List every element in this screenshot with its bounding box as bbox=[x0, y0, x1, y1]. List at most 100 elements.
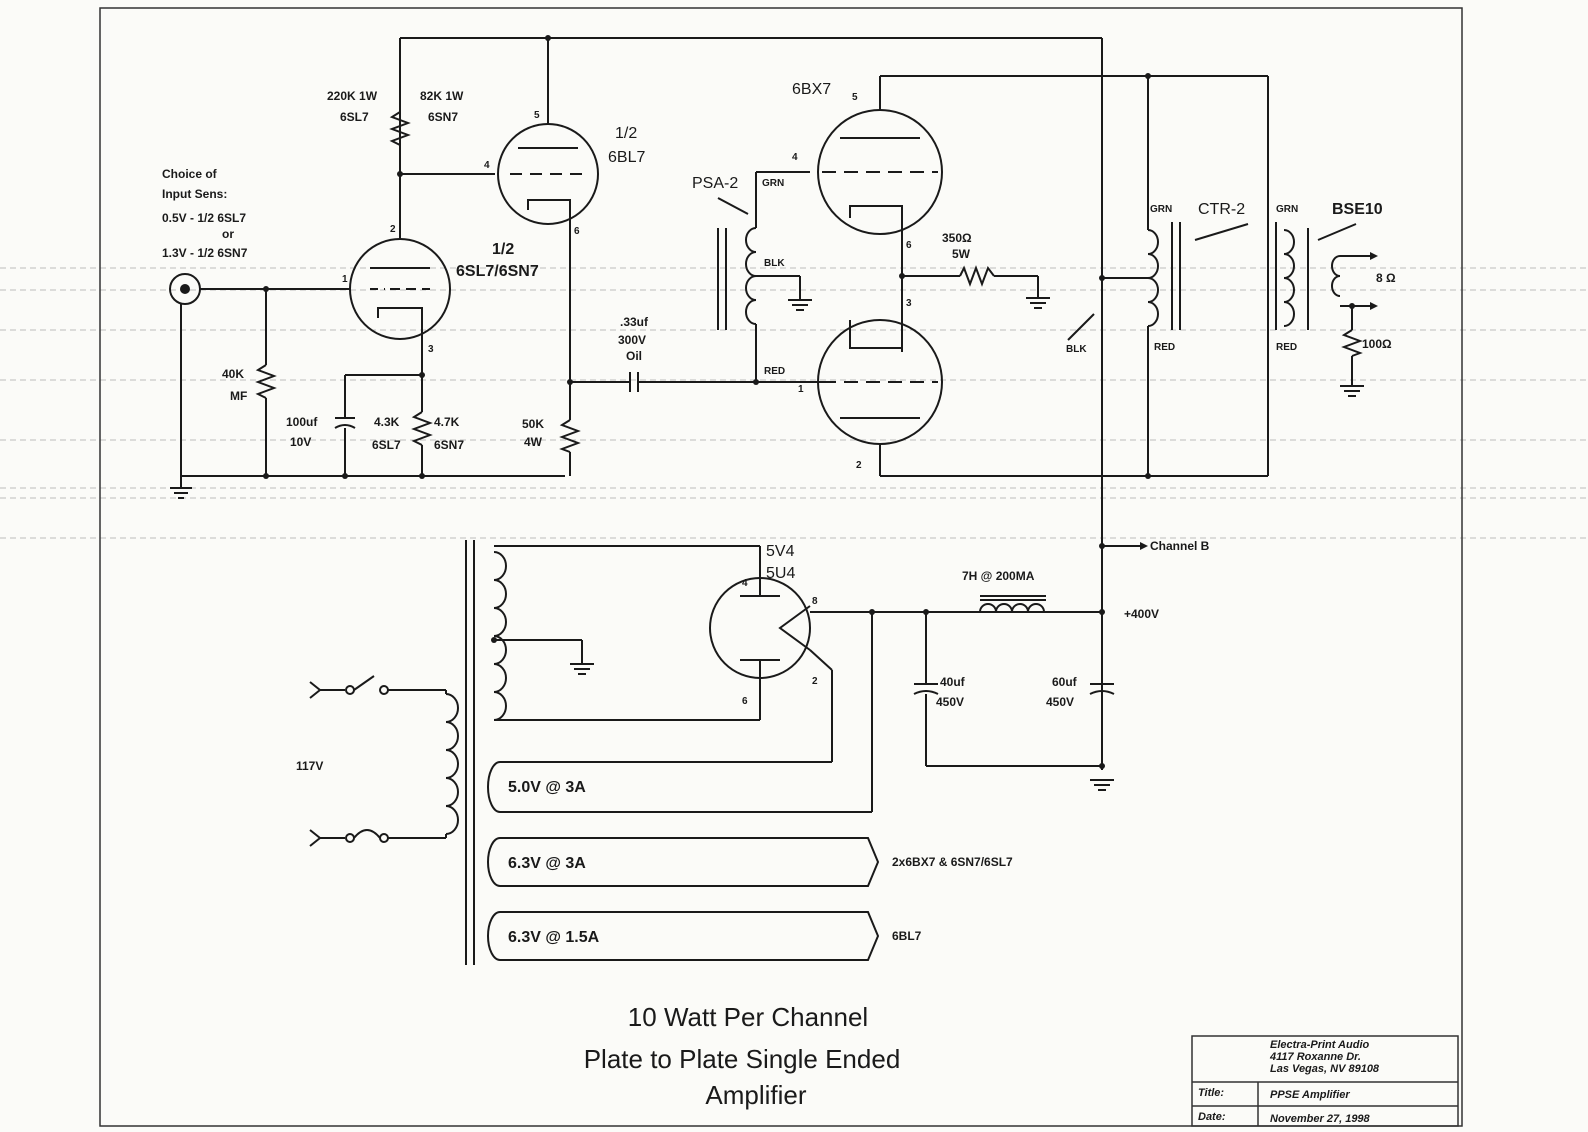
label-dest2: 2x6BX7 & 6SN7/6SL7 bbox=[892, 855, 1013, 869]
label-40v: 450V bbox=[936, 695, 964, 709]
label-60v: 450V bbox=[1046, 695, 1074, 709]
label-r2b: 6SN7 bbox=[428, 110, 458, 124]
pin-numbers: 5 4 6 2 1 3 5 4 6 3 1 2 4 8 6 2 bbox=[342, 92, 912, 707]
title-line-2: Plate to Plate Single Ended bbox=[584, 1044, 901, 1074]
label-c33t: Oil bbox=[626, 349, 642, 363]
date-label: Date: bbox=[1198, 1111, 1226, 1123]
resistor-50k bbox=[559, 419, 581, 453]
label-r2: 82K 1W bbox=[420, 89, 464, 103]
label-r1: 220K 1W bbox=[327, 89, 378, 103]
label-choke: 7H @ 200MA bbox=[962, 569, 1035, 583]
capacitor-coupling bbox=[629, 372, 639, 392]
title-line-1: 10 Watt Per Channel bbox=[628, 1002, 868, 1032]
heater-tap-6v3-1a5 bbox=[487, 911, 880, 961]
power-transformer bbox=[445, 540, 507, 965]
label-5u4: 5U4 bbox=[766, 565, 795, 582]
label-5v4: 5V4 bbox=[766, 543, 795, 560]
label-40uf: 40uf bbox=[940, 675, 966, 689]
pin: 4 bbox=[484, 160, 490, 171]
label-6bx7: 6BX7 bbox=[792, 81, 831, 98]
pin: 5 bbox=[534, 110, 540, 121]
tube-6bl7 bbox=[497, 123, 599, 228]
transformer-psa2 bbox=[717, 227, 757, 330]
label-grn2: GRN bbox=[1150, 204, 1172, 215]
label-r47: 4.7K bbox=[434, 415, 460, 429]
pin: 3 bbox=[906, 298, 912, 309]
pin: 4 bbox=[792, 152, 798, 163]
label-channel-b: Channel B bbox=[1150, 539, 1210, 553]
pin: 1 bbox=[798, 384, 804, 395]
label-c100v: 10V bbox=[290, 435, 311, 449]
label-v2b: 6SL7/6SN7 bbox=[456, 263, 539, 280]
date-value: November 27, 1998 bbox=[1270, 1113, 1371, 1125]
label-50k: 50K bbox=[522, 417, 544, 431]
pin: 2 bbox=[812, 676, 818, 687]
capacitor-100uf bbox=[334, 417, 356, 429]
input-jack bbox=[169, 273, 201, 305]
label-dest3: 6BL7 bbox=[892, 929, 922, 943]
label-red2: RED bbox=[1154, 342, 1175, 353]
label-v2a: 1/2 bbox=[492, 241, 514, 258]
pin: 4 bbox=[742, 578, 748, 589]
transformer-secondary bbox=[1267, 222, 1295, 330]
ground-symbol bbox=[788, 299, 812, 311]
tube-rectifier bbox=[709, 577, 811, 679]
label-50kw: 4W bbox=[524, 435, 543, 449]
label-350: 350Ω bbox=[942, 231, 972, 245]
resistor-plate bbox=[389, 111, 411, 146]
label-40k: 40K bbox=[222, 367, 244, 381]
capacitor-60uf bbox=[1089, 683, 1115, 695]
title-block: Electra-Print Audio 4117 Roxanne Dr. Las… bbox=[1198, 1039, 1380, 1125]
label-60uf: 60uf bbox=[1052, 675, 1078, 689]
resistor-100ohm bbox=[1341, 329, 1363, 357]
label-blk1: BLK bbox=[764, 258, 785, 269]
label-choice2: Input Sens: bbox=[162, 187, 227, 201]
title-block-frame bbox=[1191, 1035, 1459, 1127]
label-psa2: PSA-2 bbox=[692, 175, 738, 192]
tube-6bx7-upper bbox=[817, 109, 943, 235]
label-tap3: 6.3V @ 1.5A bbox=[508, 929, 600, 946]
label-red3: RED bbox=[1276, 342, 1297, 353]
label-choice4: or bbox=[222, 227, 234, 241]
label-v1a: 1/2 bbox=[615, 125, 637, 142]
tube-6sl7-6sn7 bbox=[349, 238, 451, 340]
pin: 1 bbox=[342, 274, 348, 285]
heater-tap-6v3-3a bbox=[487, 837, 880, 887]
label-c33v: 300V bbox=[618, 333, 646, 347]
ground-symbol bbox=[1026, 297, 1050, 309]
title-line-3: Amplifier bbox=[705, 1080, 806, 1110]
component-labels: 220K 1W 6SL7 82K 1W 6SN7 Choice of Input… bbox=[162, 81, 1396, 946]
choke bbox=[979, 595, 1046, 613]
label-tap1: 5.0V @ 3A bbox=[508, 779, 586, 796]
label-v1b: 6BL7 bbox=[608, 149, 645, 166]
tube-6bx7-lower bbox=[817, 319, 943, 445]
company-street: 4117 Roxanne Dr. bbox=[1269, 1051, 1361, 1063]
label-choice3: 0.5V - 1/2 6SL7 bbox=[162, 211, 246, 225]
pin: 6 bbox=[574, 226, 580, 237]
label-r43b: 6SL7 bbox=[372, 438, 401, 452]
label-tap2: 6.3V @ 3A bbox=[508, 855, 586, 872]
transformer-ctr2 bbox=[1147, 222, 1181, 330]
label-red1: RED bbox=[764, 366, 785, 377]
label-100ohm: 100Ω bbox=[1362, 337, 1392, 351]
pin: 3 bbox=[428, 344, 434, 355]
pin: 5 bbox=[852, 92, 858, 103]
ground-symbol bbox=[1090, 779, 1114, 791]
label-grn1: GRN bbox=[762, 178, 784, 189]
label-mf: MF bbox=[230, 389, 247, 403]
pin: 6 bbox=[906, 240, 912, 251]
label-grn3: GRN bbox=[1276, 204, 1298, 215]
label-blk2: BLK bbox=[1066, 344, 1087, 355]
label-8ohm: 8 Ω bbox=[1376, 271, 1396, 285]
drawing-title: 10 Watt Per Channel Plate to Plate Singl… bbox=[584, 1002, 901, 1110]
title-label: Title: bbox=[1198, 1087, 1224, 1099]
pin: 6 bbox=[742, 696, 748, 707]
resistor-40k bbox=[255, 364, 277, 399]
drawing-border bbox=[99, 7, 1463, 1127]
label-c100: 100uf bbox=[286, 415, 318, 429]
label-choice1: Choice of bbox=[162, 167, 218, 181]
label-400v: +400V bbox=[1124, 607, 1159, 621]
scan-lines bbox=[0, 267, 1588, 539]
label-r43: 4.3K bbox=[374, 415, 400, 429]
